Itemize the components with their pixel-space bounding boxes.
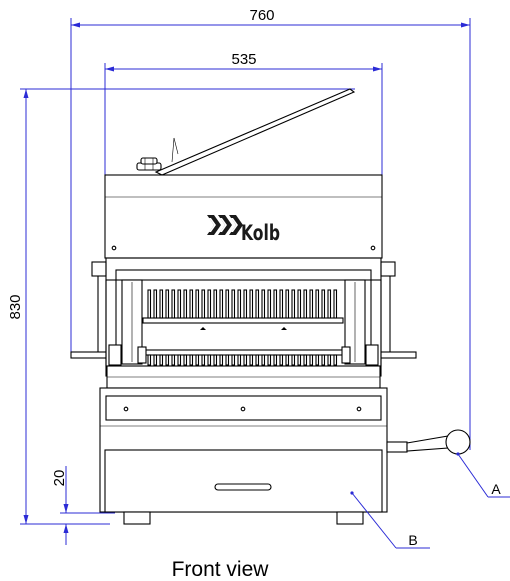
lower-blade-tooth <box>249 354 254 366</box>
dimension-label-overall-height: 830 <box>7 294 24 319</box>
upper-blade-tooth <box>327 289 332 319</box>
upper-blade-tooth <box>303 289 308 319</box>
lower-blade-tooth <box>147 354 152 366</box>
top-knob <box>136 157 162 171</box>
upper-blade-tooth <box>321 289 326 319</box>
lower-blade-tooth <box>213 354 218 366</box>
upper-blade-tooth <box>333 289 338 319</box>
upper-blade-tooth <box>171 289 176 319</box>
left-foot <box>123 511 151 525</box>
crank-handle <box>386 429 471 455</box>
lower-blade-tooth <box>195 354 200 366</box>
logo-text: Kolb <box>241 221 280 245</box>
lower-blade-tooth <box>315 354 320 366</box>
lower-blade-tooth <box>255 354 260 366</box>
upper-blade-tooth <box>147 289 152 319</box>
upper-blade-tooth <box>177 289 182 319</box>
upper-blade-tooth <box>291 289 296 319</box>
lower-blade-tooth <box>171 354 176 366</box>
lower-blade-tooth <box>219 354 224 366</box>
lower-blade-tooth <box>279 354 284 366</box>
upper-blade-tooth <box>249 289 254 319</box>
lower-blade-tooth <box>201 354 206 366</box>
dimension-body-width: 535 <box>104 51 383 175</box>
dimension-label-overall-width: 760 <box>249 7 274 24</box>
upper-blade-tooth <box>267 289 272 319</box>
lower-blade-tooth <box>303 354 308 366</box>
view-caption: Front view <box>172 558 270 581</box>
upper-blade-tooth <box>195 289 200 319</box>
callout-label-a: A <box>491 481 501 497</box>
upper-blade-comb <box>142 289 344 330</box>
upper-blade-tooth <box>201 289 206 319</box>
upper-blade-tooth <box>309 289 314 319</box>
lower-blade-tooth <box>159 354 164 366</box>
upper-blade-tooth <box>219 289 224 319</box>
lower-blade-tooth <box>183 354 188 366</box>
upper-blade-tooth <box>183 289 188 319</box>
crumb-drawer <box>104 449 383 513</box>
upper-blade-tooth <box>231 289 236 319</box>
upper-blade-tooth <box>243 289 248 319</box>
upper-blade-tooth <box>237 289 242 319</box>
dimension-label-foot-height: 20 <box>51 470 68 487</box>
upper-blade-tooth <box>189 289 194 319</box>
lower-blade-tooth <box>177 354 182 366</box>
lower-blade-tooth <box>261 354 266 366</box>
upper-blade-tooth <box>153 289 158 319</box>
lower-blade-tooth <box>237 354 242 366</box>
dimension-label-body-width: 535 <box>231 51 256 68</box>
lower-blade-tooth <box>309 354 314 366</box>
upper-blade-tooth <box>225 289 230 319</box>
upper-blade-tooth <box>213 289 218 319</box>
lower-blade-tooth <box>189 354 194 366</box>
lower-blade-tooth <box>243 354 248 366</box>
upper-blade-tooth <box>255 289 260 319</box>
kolb-logo: Kolb <box>207 215 280 245</box>
lower-blade-tooth <box>225 354 230 366</box>
lower-blade-tooth <box>297 354 302 366</box>
lower-blade-tooth <box>333 354 338 366</box>
upper-housing <box>104 174 383 259</box>
upper-blade-tooth <box>315 289 320 319</box>
lower-blade-tooth <box>153 354 158 366</box>
bread-slicer-machine: Kolb <box>70 88 471 525</box>
upper-blade-tooth <box>285 289 290 319</box>
right-foot <box>336 511 364 525</box>
dimension-overall-width: 760 <box>70 7 471 450</box>
lower-blade-tooth <box>165 354 170 366</box>
upper-blade-tooth <box>297 289 302 319</box>
lower-blade-tooth <box>327 354 332 366</box>
callout-a: A <box>456 452 510 498</box>
upper-blade-tooth <box>279 289 284 319</box>
upper-blade-tooth <box>165 289 170 319</box>
dimension-overall-height: 830 <box>7 88 355 525</box>
lower-blade-tooth <box>321 354 326 366</box>
lower-blade-tooth <box>231 354 236 366</box>
lower-blade-tooth <box>285 354 290 366</box>
feed-lid <box>154 88 356 176</box>
lower-blade-tooth <box>267 354 272 366</box>
upper-blade-tooth <box>159 289 164 319</box>
callout-b: B <box>350 491 430 549</box>
callout-label-b: B <box>408 532 417 548</box>
lower-blade-tooth <box>207 354 212 366</box>
upper-blade-tooth <box>261 289 266 319</box>
lower-blade-tooth <box>291 354 296 366</box>
lower-blade-tooth <box>273 354 278 366</box>
dimension-foot-height: 20 <box>51 466 115 545</box>
upper-blade-tooth <box>207 289 212 319</box>
upper-blade-tooth <box>273 289 278 319</box>
lower-blade-comb <box>137 346 351 366</box>
